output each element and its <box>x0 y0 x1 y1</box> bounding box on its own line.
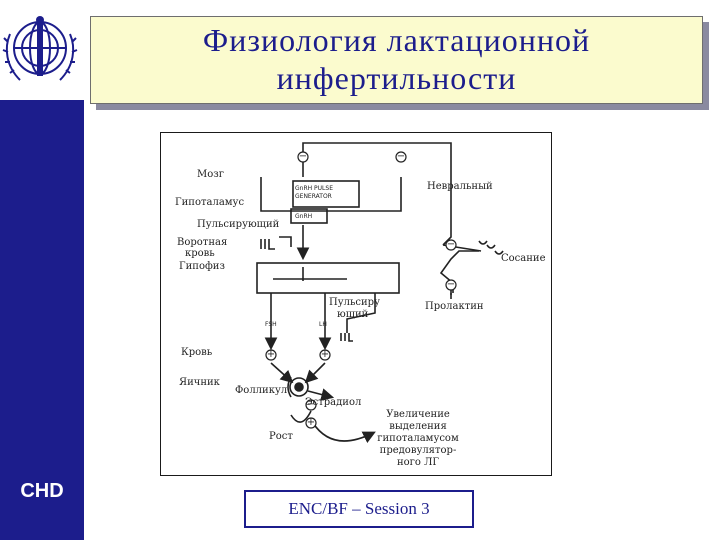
label-blood: Кровь <box>181 347 213 358</box>
label-portal-2: кровь <box>185 248 215 259</box>
who-emblem-icon <box>2 16 78 81</box>
diagram-lines <box>256 142 504 444</box>
label-increase-2: выделения <box>389 421 447 432</box>
session-label-box: ENC/BF – Session 3 <box>244 490 474 528</box>
label-sucking: Сосание <box>501 253 546 264</box>
label-increase-5: ного ЛГ <box>396 457 440 468</box>
page-title-line-2: инфертильности <box>276 60 517 96</box>
session-label: ENC/BF – Session 3 <box>288 499 430 518</box>
sign-plus-1: + <box>266 349 276 360</box>
label-neural: Невральный <box>427 181 493 192</box>
label-portal-1: Воротная <box>177 237 228 248</box>
label-gnrh-generator: GENERATOR <box>295 193 332 200</box>
label-pulsating-split-1: Пульсиру <box>329 297 380 308</box>
sign-plus-2: + <box>320 349 330 360</box>
diagram-frame: Мозг Гипоталамус Пульсирующий GnRH PULSE… <box>160 132 552 476</box>
org-label: CHD <box>20 480 64 502</box>
label-gnrh: GnRH <box>295 213 313 220</box>
label-ovary: Яичник <box>179 377 220 388</box>
label-follicle: Фолликул <box>235 385 288 396</box>
label-increase-4: предовулятор- <box>379 445 457 456</box>
sign-minus-5: − <box>306 399 316 410</box>
sign-plus-3: + <box>306 417 316 428</box>
label-pulsating: Пульсирующий <box>197 219 280 230</box>
label-brain: Мозг <box>197 169 224 180</box>
label-prolactin: Пролактин <box>425 301 484 312</box>
sign-minus-4: − <box>446 279 456 290</box>
sign-minus-2: − <box>396 151 406 162</box>
sign-minus-3: − <box>446 239 456 250</box>
label-increase-3: гипоталамусом <box>377 433 459 444</box>
label-pituitary: Гипофиз <box>179 261 225 272</box>
label-lh: LH <box>319 321 327 328</box>
label-fsh: FSH <box>265 321 277 328</box>
page-title-line-1: Физиология лактационной <box>202 22 591 58</box>
logo-panel <box>0 0 84 100</box>
label-gnrh-pulse: GnRH PULSE <box>295 185 333 192</box>
label-pulsating-split-2: ющий <box>337 309 369 320</box>
label-growth: Рост <box>269 431 293 442</box>
label-hypothalamus: Гипоталамус <box>175 197 245 208</box>
sidebar: CHD <box>0 0 84 540</box>
label-increase-1: Увеличение <box>386 409 450 420</box>
sign-minus-1: − <box>298 151 308 162</box>
title-box: Физиология лактационной инфертильности <box>90 16 703 104</box>
label-estradiol: Эстрадиол <box>305 397 362 408</box>
